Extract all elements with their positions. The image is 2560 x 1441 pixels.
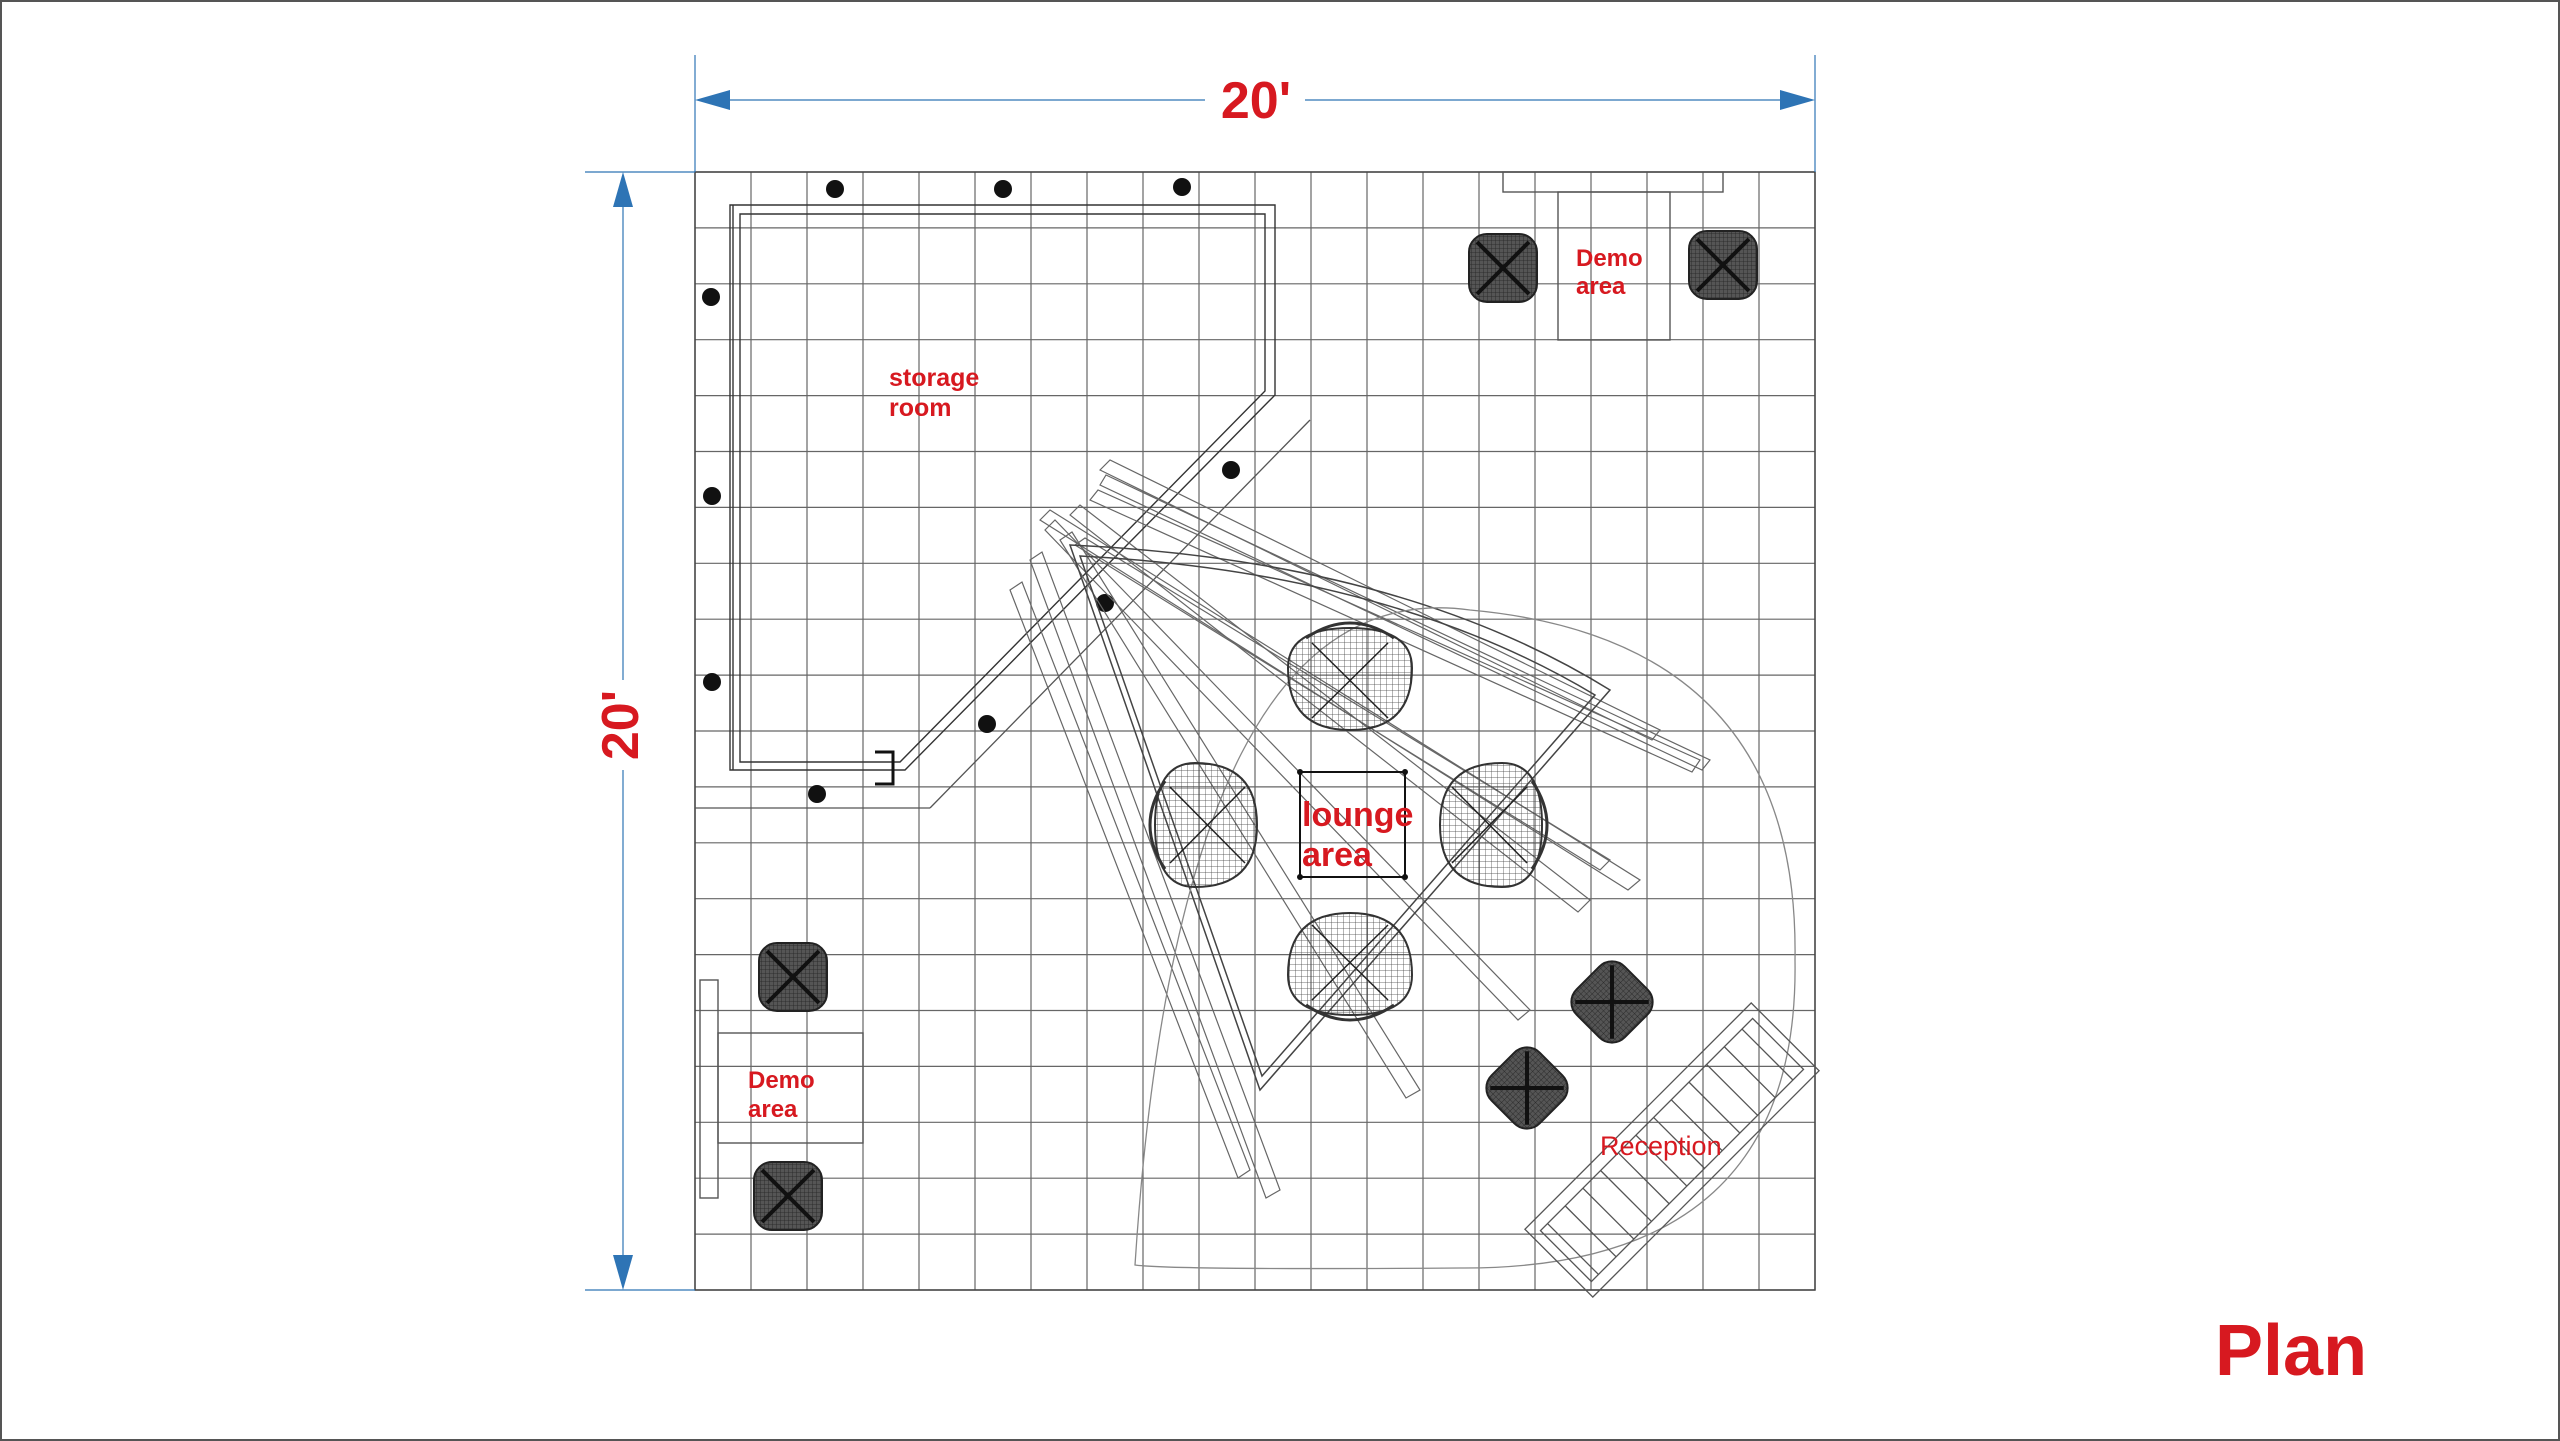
counter-slat [1706, 1063, 1759, 1116]
lounge-area-label-line2: area [1302, 836, 1373, 874]
counter-slat [1600, 1170, 1652, 1222]
light-fixture [702, 288, 720, 306]
booth-outline [694, 171, 1816, 1291]
light-fixture [1222, 461, 1240, 479]
counter-slat [1582, 1187, 1635, 1240]
reception-counter [1524, 1002, 1820, 1298]
width-label-bg [1205, 70, 1305, 130]
width-label: 20' [1221, 72, 1291, 130]
counter-slat [1741, 1028, 1794, 1081]
storage-room-partition [695, 419, 1311, 809]
light-fixture [1096, 594, 1114, 612]
counter-slat [1564, 1205, 1617, 1258]
stool [1485, 1046, 1569, 1130]
counter-slat [1635, 1134, 1688, 1187]
stool [753, 1161, 823, 1231]
light-fixture [703, 487, 721, 505]
height-label-bg [595, 680, 651, 770]
counter-slat [1723, 1046, 1776, 1099]
height-label: 20' [592, 690, 650, 760]
lounge-chair-top [1286, 621, 1414, 732]
storage-room-walls [729, 204, 1276, 771]
demo-area-bottom-label-line1: Demo [748, 1067, 815, 1094]
light-fixture [1173, 178, 1191, 196]
storage-room-label-line2: room [889, 394, 952, 422]
light-fixture [994, 180, 1012, 198]
stool [758, 942, 828, 1012]
light-fixture [978, 715, 996, 733]
lounge-area-label-line1: lounge [1302, 796, 1413, 834]
carpet-area-outline [1134, 607, 1796, 1270]
light-fixture [703, 673, 721, 691]
plan-title: Plan [2215, 1311, 2367, 1391]
storage-door-handle [875, 750, 895, 786]
demo-counter-top [1502, 171, 1724, 341]
counter-slat [1617, 1152, 1670, 1205]
counter-slat [1653, 1117, 1705, 1169]
demo-area-top-label-line2: area [1576, 273, 1626, 300]
stool [1570, 960, 1654, 1044]
storage-room-label-line1: storage [889, 364, 979, 392]
lounge-chair-left [1148, 761, 1259, 889]
counter-slat [1547, 1223, 1599, 1275]
light-fixture [808, 785, 826, 803]
reception-label: Reception [1600, 1131, 1722, 1161]
lounge-chair-right [1438, 761, 1549, 889]
lounge-table [1297, 769, 1408, 880]
counter-slat [1688, 1081, 1741, 1134]
light-fixture [826, 180, 844, 198]
stool [1468, 233, 1538, 303]
lounge-chair-bottom [1286, 911, 1414, 1022]
stool [1688, 230, 1758, 300]
demo-area-bottom-label-line2: area [748, 1096, 798, 1123]
ceiling-lights [702, 178, 1240, 803]
demo-counter-bottom [699, 979, 864, 1199]
lounge-canopy [1068, 544, 1612, 1092]
counter-slat [1670, 1099, 1723, 1152]
demo-area-top-label-line1: Demo [1576, 245, 1643, 272]
overhead-beams [1009, 459, 1711, 1199]
